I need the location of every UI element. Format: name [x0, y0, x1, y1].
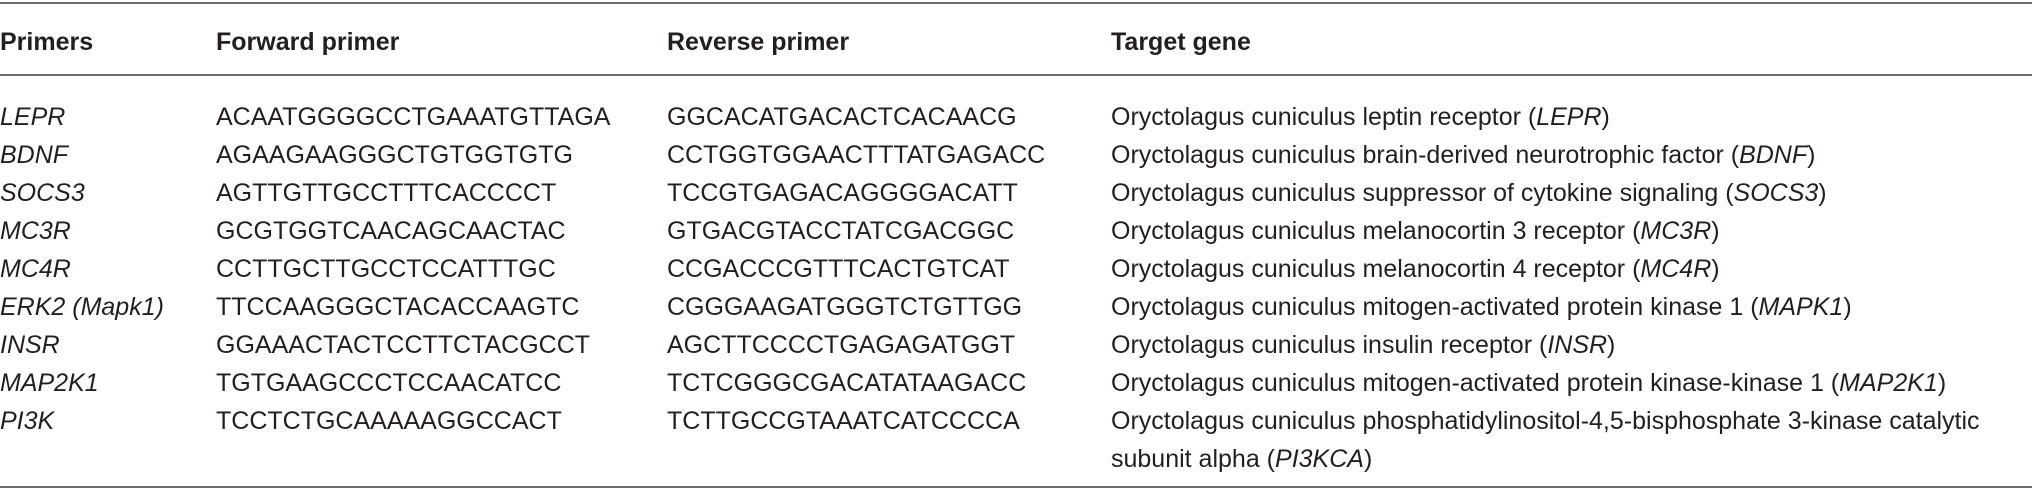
primer-name: MAP2K1 — [0, 369, 99, 397]
target-gene: Oryctolagus cuniculus leptin receptor (L… — [1111, 103, 1610, 131]
reverse-primer: GTGACGTACCTATCGACGGC — [667, 217, 1015, 245]
target-gene: Oryctolagus cuniculus mitogen-activated … — [1111, 369, 1947, 397]
table-row: MC4R CCTTGCTTGCCTCCATTTGC CCGACCCGTTTCAC… — [0, 250, 2032, 288]
target-gene: Oryctolagus cuniculus brain-derived neur… — [1111, 141, 1816, 169]
table-top-rule — [0, 2, 2032, 4]
header-forward-primer: Forward primer — [216, 28, 400, 56]
table-header: Primers Forward primer Reverse primer Ta… — [0, 22, 2032, 62]
target-gene: Oryctolagus cuniculus mitogen-activated … — [1111, 293, 1852, 321]
table-row: MAP2K1 TGTGAAGCCCTCCAACATCC TCTCGGGCGACA… — [0, 364, 2032, 402]
table-row: BDNF AGAAGAAGGGCTGTGGTGTG CCTGGTGGAACTTT… — [0, 136, 2032, 174]
reverse-primer: TCCGTGAGACAGGGGACATT — [667, 179, 1018, 207]
forward-primer: GCGTGGTCAACAGCAACTAC — [216, 217, 566, 245]
forward-primer: TGTGAAGCCCTCCAACATCC — [216, 369, 562, 397]
primer-name: LEPR — [0, 103, 66, 131]
primer-name: MC3R — [0, 217, 71, 245]
target-gene: Oryctolagus cuniculus phosphatidylinosit… — [1111, 407, 1980, 473]
forward-primer: GGAAACTACTCCTTCTACGCCT — [216, 331, 591, 359]
reverse-primer: GGCACATGACACTCACAACG — [667, 103, 1017, 131]
primer-name: BDNF — [0, 141, 69, 169]
forward-primer: AGTTGTTGCCTTTCACCCCT — [216, 179, 557, 207]
reverse-primer: CCTGGTGGAACTTTATGAGACC — [667, 141, 1046, 169]
table-row: PI3K TCCTCTGCAAAAAGGCCACT TCTTGCCGTAAATC… — [0, 402, 2032, 478]
forward-primer: AGAAGAAGGGCTGTGGTGTG — [216, 141, 573, 169]
table-row: MC3R GCGTGGTCAACAGCAACTAC GTGACGTACCTATC… — [0, 212, 2032, 250]
header-reverse-primer: Reverse primer — [667, 28, 850, 56]
header-primers: Primers — [0, 28, 94, 56]
reverse-primer: AGCTTCCCCTGAGAGATGGT — [667, 331, 1016, 359]
primer-name: MC4R — [0, 255, 71, 283]
primer-name: INSR — [0, 331, 60, 359]
forward-primer: CCTTGCTTGCCTCCATTTGC — [216, 255, 556, 283]
forward-primer: ACAATGGGGCCTGAAATGTTAGA — [216, 103, 611, 131]
header-target-gene: Target gene — [1111, 28, 1251, 56]
table-header-rule — [0, 74, 2032, 76]
primer-name: ERK2 (Mapk1) — [0, 293, 164, 321]
reverse-primer: CGGGAAGATGGGTCTGTTGG — [667, 293, 1023, 321]
forward-primer: TTCCAAGGGCTACACCAAGTC — [216, 293, 580, 321]
target-gene: Oryctolagus cuniculus melanocortin 3 rec… — [1111, 217, 1720, 245]
table-row: LEPR ACAATGGGGCCTGAAATGTTAGA GGCACATGACA… — [0, 98, 2032, 136]
reverse-primer: TCTTGCCGTAAATCATCCCCA — [667, 407, 1020, 435]
table-row: ERK2 (Mapk1) TTCCAAGGGCTACACCAAGTC CGGGA… — [0, 288, 2032, 326]
reverse-primer: TCTCGGGCGACATATAAGACC — [667, 369, 1027, 397]
table-row: INSR GGAAACTACTCCTTCTACGCCT AGCTTCCCCTGA… — [0, 326, 2032, 364]
table-row: SOCS3 AGTTGTTGCCTTTCACCCCT TCCGTGAGACAGG… — [0, 174, 2032, 212]
target-gene: Oryctolagus cuniculus melanocortin 4 rec… — [1111, 255, 1720, 283]
target-gene: Oryctolagus cuniculus insulin receptor (… — [1111, 331, 1616, 359]
primer-name: PI3K — [0, 407, 55, 435]
table-bottom-rule — [0, 486, 2032, 488]
primer-name: SOCS3 — [0, 179, 85, 207]
target-gene: Oryctolagus cuniculus suppressor of cyto… — [1111, 179, 1827, 207]
forward-primer: TCCTCTGCAAAAAGGCCACT — [216, 407, 562, 435]
reverse-primer: CCGACCCGTTTCACTGTCAT — [667, 255, 1010, 283]
